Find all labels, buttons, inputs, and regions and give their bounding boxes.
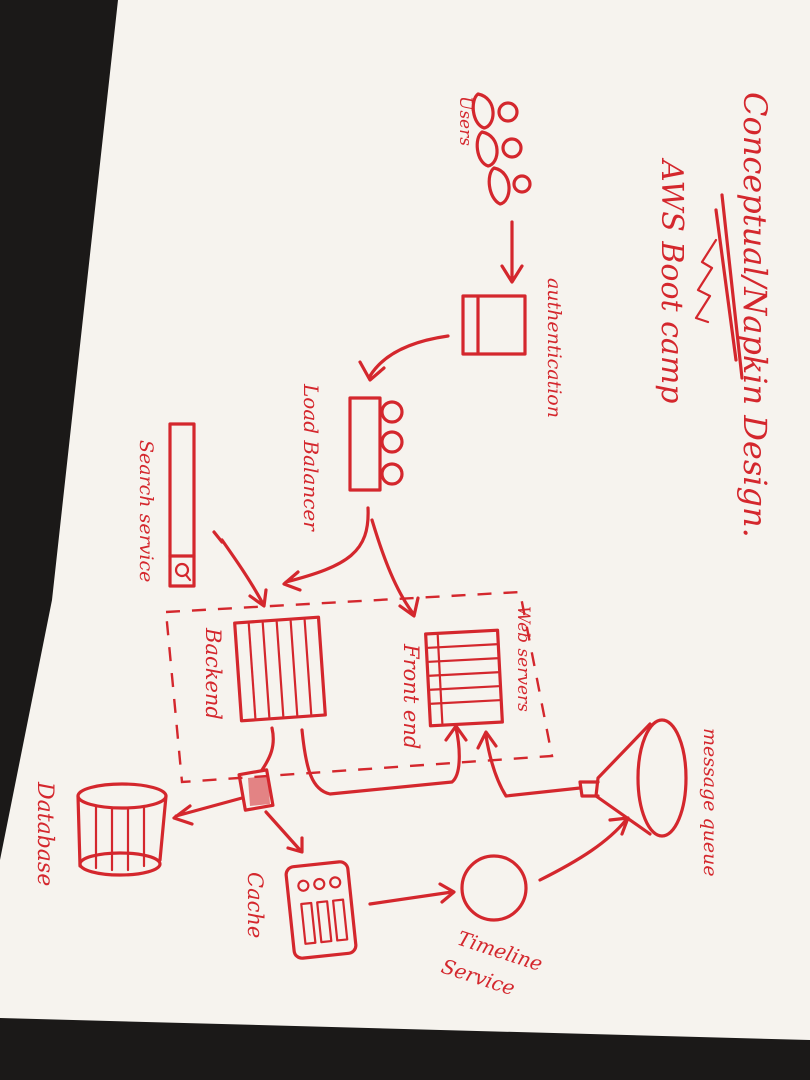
database-icon	[76, 782, 168, 877]
users-label: Users	[455, 96, 475, 146]
arrow-frontend-backend	[300, 724, 468, 796]
arrow-search-backend	[212, 530, 268, 608]
web-servers-label: Web servers	[513, 606, 533, 712]
backend-label: Backend	[201, 627, 225, 720]
load-balancer-label: Load Balancer	[299, 383, 323, 532]
frontend-box	[424, 628, 504, 728]
message-queue-icon	[578, 718, 688, 838]
paper-sheet	[0, 0, 810, 1040]
web-servers-boundary	[164, 590, 554, 784]
frontend-label: Front end	[399, 643, 423, 749]
title-underline-scribble	[694, 238, 718, 324]
lb-node-2	[380, 430, 404, 454]
arrow-lb-backend	[282, 506, 370, 592]
cache-label: Cache	[243, 872, 267, 938]
cache-box-details	[297, 876, 349, 945]
arrow-auth-lb	[358, 334, 450, 382]
backend-connector-node	[237, 768, 275, 812]
title-underline	[714, 193, 744, 380]
timeline-service-circle	[460, 854, 528, 922]
arrow-cache-timeline	[368, 882, 456, 906]
users-icon	[471, 92, 532, 206]
authentication-label: authentication	[543, 278, 565, 418]
arrow-connector-cache	[264, 810, 304, 854]
search-service-box	[168, 422, 196, 588]
arrow-queue-frontend	[476, 730, 582, 798]
backend-connector-fill	[248, 776, 270, 806]
load-balancer-box	[348, 396, 382, 492]
lb-node-3	[380, 462, 404, 486]
arrow-users-auth	[500, 220, 524, 284]
search-service-label: Search service	[135, 440, 157, 582]
cache-box	[284, 860, 358, 960]
arrow-connector-database	[172, 796, 244, 826]
frontend-box-stripes	[427, 634, 501, 725]
backend-box-stripes	[247, 619, 313, 719]
arrow-backend-connector	[260, 726, 275, 772]
subtitle-text: AWS Boot camp	[654, 157, 689, 403]
title-text: Conceptual/Napkin Design.	[736, 92, 774, 538]
backend-box	[233, 615, 327, 723]
lb-node-1	[380, 400, 404, 424]
search-icon	[174, 562, 192, 582]
authentication-box	[461, 294, 527, 356]
database-label: Database	[32, 781, 57, 886]
arrow-lb-frontend	[370, 518, 420, 618]
message-queue-label: message queue	[699, 728, 721, 877]
